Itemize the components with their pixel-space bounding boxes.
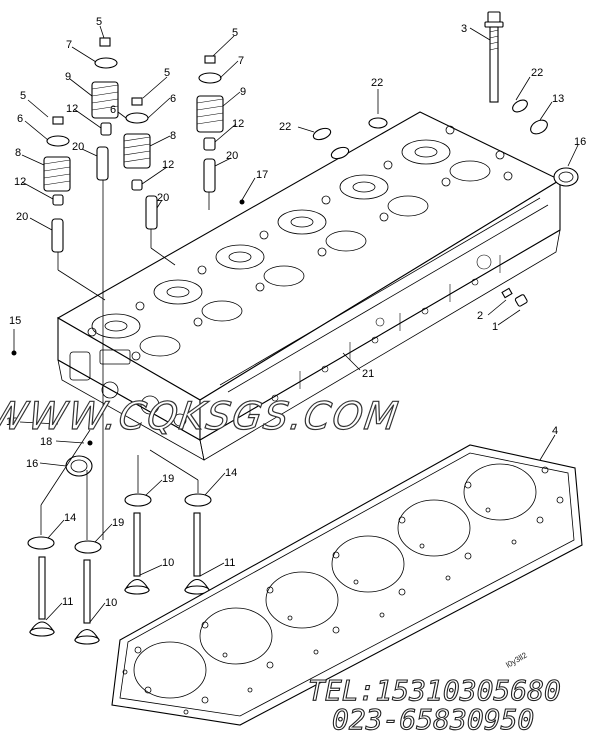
callout-14a: 14 — [64, 512, 76, 524]
callout-6a: 6 — [17, 113, 23, 125]
valve-train-parts — [43, 37, 224, 253]
callout-9b: 9 — [240, 86, 246, 98]
callout-20b: 20 — [72, 141, 84, 153]
callout-4: 4 — [552, 425, 558, 437]
cup-plug-right — [553, 167, 579, 187]
o-rings — [312, 99, 548, 160]
callout-5b: 5 — [96, 16, 102, 28]
valve-ports — [87, 125, 513, 361]
valves — [27, 493, 212, 645]
callout-8a: 8 — [15, 147, 21, 159]
watermark-phone: 023-65830950 — [332, 703, 534, 736]
callout-13a: 13 — [552, 93, 564, 105]
callout-22c: 22 — [279, 121, 291, 133]
cylinder-head — [56, 111, 562, 461]
callout-22a: 22 — [371, 77, 383, 89]
callout-11a: 11 — [62, 596, 73, 608]
callout-5d: 5 — [232, 27, 238, 39]
callout-21: 21 — [362, 368, 374, 380]
callout-19b: 19 — [112, 517, 124, 529]
callout-16b: 16 — [26, 458, 38, 470]
side-face-details — [249, 254, 501, 418]
leader-lines — [13, 25, 579, 623]
callout-12b: 12 — [66, 103, 78, 115]
stack-a — [43, 116, 71, 253]
callout-3: 3 — [461, 23, 467, 35]
head-gasket — [111, 444, 583, 726]
callout-19a: 19 — [162, 473, 174, 485]
callout-13b: 13 — [6, 416, 18, 428]
front-face-ports — [69, 349, 187, 427]
callout-20d: 20 — [226, 150, 238, 162]
cup-plug-left — [65, 455, 93, 477]
callout-5c: 5 — [164, 67, 170, 79]
callout-15: 15 — [9, 315, 21, 327]
callout-17: 17 — [256, 169, 268, 181]
callout-22b: 22 — [531, 67, 543, 79]
callout-12a: 12 — [14, 176, 26, 188]
callout-7a: 7 — [66, 39, 72, 51]
callout-10b: 10 — [162, 557, 174, 569]
callout-6c: 6 — [170, 93, 176, 105]
callout-11b: 11 — [224, 557, 235, 569]
callout-20a: 20 — [16, 211, 28, 223]
head-bolt — [484, 11, 504, 103]
callout-7b: 7 — [238, 55, 244, 67]
watermark-url: WWW.CQKSGS.COM — [0, 395, 402, 439]
callout-6b: 6 — [110, 104, 116, 116]
callout-numbers: 1 2 3 4 5 5 5 5 6 6 6 7 7 8 8 9 9 10 10 … — [6, 16, 586, 609]
stack-d — [196, 55, 224, 193]
gasket-bolt-holes — [122, 466, 564, 715]
assembly-lines — [40, 180, 210, 540]
callout-20c: 20 — [157, 192, 169, 204]
callout-16a: 16 — [574, 136, 586, 148]
plug-and-fitting — [501, 287, 528, 307]
callout-1: 1 — [492, 321, 498, 333]
stack-c — [123, 97, 158, 230]
leader-dots — [11, 199, 245, 446]
callout-18: 18 — [40, 436, 52, 448]
callout-10a: 10 — [105, 597, 117, 609]
callout-2: 2 — [477, 310, 483, 322]
callout-5a: 5 — [20, 90, 26, 102]
callout-12c: 12 — [162, 159, 174, 171]
figure-code: l0y3ll2 — [505, 650, 530, 669]
watermark-tel: TEL:15310305680 — [308, 674, 561, 707]
callout-9a: 9 — [65, 71, 71, 83]
callout-8b: 8 — [170, 130, 176, 142]
stack-b — [91, 37, 119, 181]
callout-12d: 12 — [232, 118, 244, 130]
callout-14b: 14 — [225, 467, 237, 479]
